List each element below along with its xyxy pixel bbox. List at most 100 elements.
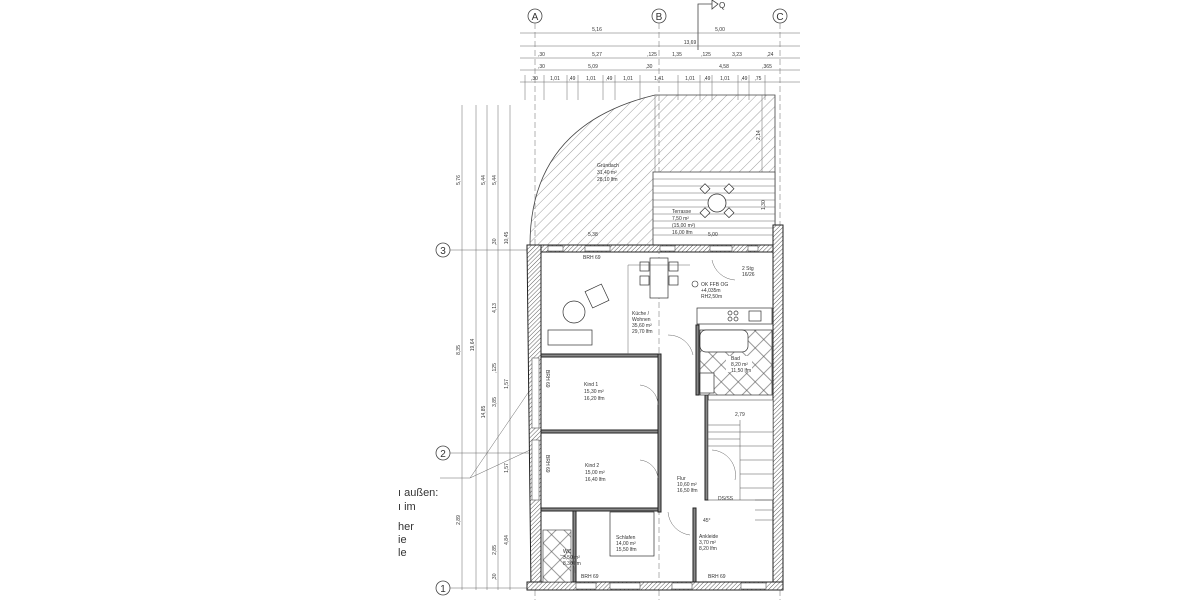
dim-label: 2,14 — [756, 130, 762, 140]
north-marker: Q — [697, 0, 725, 50]
dim-label: ,49 — [606, 76, 613, 82]
wall — [540, 507, 662, 512]
coffee-table-icon — [562, 300, 586, 324]
dim-label: ,125 — [492, 363, 498, 373]
dim-label: 19,64 — [470, 339, 476, 352]
dim-label: 5,76 — [456, 175, 462, 185]
dim-label: ,75 — [755, 76, 762, 82]
room-schlafen: Schlafen 14,00 m² 15,50 lfm — [616, 535, 637, 553]
left-dimensions: 5,76 8,35 2,89 19,64 14,85 5,44 4,13 3,8… — [440, 105, 531, 590]
sofa-icon — [547, 329, 593, 346]
dim-label: 13,69 — [684, 40, 697, 46]
steps-label: 2 Stg — [742, 266, 754, 272]
dim-label: 2,89 — [456, 515, 462, 525]
dim-label: ,49 — [569, 76, 576, 82]
room-kind2: Kind 2 15,00 m² 16,40 lfm — [585, 463, 606, 483]
dim-label: 5,00 — [708, 232, 718, 238]
level-marker-icon — [691, 280, 699, 288]
note-line: ie — [398, 534, 407, 546]
dim-label: 5,27 — [592, 52, 602, 58]
dim-label: ,30 — [492, 238, 498, 245]
room-area: 3,50 m² — [563, 555, 580, 561]
room-floor-length: 15,50 lfm — [616, 547, 637, 553]
dim-label: 2,79 — [735, 412, 745, 418]
axis-bubbles-rows: 3 2 1 — [435, 242, 530, 596]
wall — [572, 510, 577, 583]
room-floor-length: 28,10 lfm — [597, 177, 618, 183]
bed-icon — [609, 511, 655, 557]
wall — [704, 394, 709, 501]
dim-label: 1,35 — [672, 52, 682, 58]
brh-label: BRH 69 — [544, 455, 550, 473]
north-marker-label: Q — [719, 1, 725, 10]
dim-label: 4,58 — [719, 64, 729, 70]
room-area: 8,20 m² — [731, 362, 748, 368]
room-flur: Flur 10,60 m² 16,50 lfm — [677, 476, 698, 494]
room-name: Gründach — [597, 163, 619, 169]
top-dimensions: 5,16 5,00 13,69 ,30 5,27 ,125 1,35 ,125 … — [520, 27, 800, 100]
axis-a-label: A — [532, 12, 539, 23]
room-name: Schlafen — [616, 535, 636, 541]
axis-b: B — [651, 8, 667, 24]
wc-tiles — [542, 529, 572, 583]
level-height: +4,035m — [701, 288, 721, 294]
room-area: 15,00 m² — [585, 470, 605, 476]
kitchen-counter — [696, 307, 773, 325]
living-furniture — [547, 257, 679, 346]
note-line: ı im — [398, 501, 416, 513]
building-walls — [526, 224, 784, 591]
dim-label: ,49 — [741, 76, 748, 82]
door-label: DS/SS — [718, 496, 734, 502]
left-note: ı außen: ı im her ie le — [398, 487, 438, 559]
dim-label: ,30 — [538, 52, 545, 58]
room-floor-length: 16,50 lfm — [677, 488, 698, 494]
dim-label: ,365 — [762, 64, 772, 70]
dim-label: 1,01 — [685, 76, 695, 82]
dim-label: 5,00 — [715, 27, 725, 33]
brh-label: BRH 69 — [581, 574, 599, 580]
room-name: Kind 2 — [585, 463, 599, 469]
angle-label: 45° — [703, 518, 711, 524]
staircase: 2,79 — [707, 399, 774, 521]
bathtub-icon — [699, 329, 749, 353]
room-living: Küche / Wohnen 35,60 m² 29,70 lfm — [632, 311, 653, 335]
axis-1-label: 1 — [440, 584, 446, 595]
room-kind1: Kind 1 15,30 m² 16,20 lfm — [584, 382, 605, 402]
note-line: ı außen: — [398, 487, 438, 499]
room-name: WC — [563, 549, 572, 555]
dim-label: ,30 — [531, 76, 538, 82]
note-line: her — [398, 521, 414, 533]
axis-c: C — [772, 8, 788, 24]
axis-c-label: C — [776, 12, 783, 23]
dim-label: 1,01 — [550, 76, 560, 82]
room-label-bg — [726, 356, 752, 372]
dim-label: 1,01 — [623, 76, 633, 82]
room-height: RH2,50m — [701, 294, 722, 300]
room-floor-length: 29,70 lfm — [632, 329, 653, 335]
wall — [540, 353, 662, 358]
dim-label: 14,85 — [481, 406, 487, 419]
dim-label: 1,57 — [504, 463, 510, 473]
room-floor-length: 16,20 lfm — [584, 396, 605, 402]
room-floor-length: 11,50 lfm — [731, 368, 751, 374]
room-name: Küche / — [632, 311, 650, 317]
dim-label: 5,16 — [592, 27, 602, 33]
dim-label: 3,23 — [732, 52, 742, 58]
axis-a: A — [527, 8, 543, 24]
dim-label: 5,09 — [588, 64, 598, 70]
dim-label: ,30 — [646, 64, 653, 70]
dim-label: ,30 — [538, 64, 545, 70]
dim-label: 5,38 — [588, 232, 598, 238]
dim-label: 5,44 — [492, 175, 498, 185]
note-line: le — [398, 547, 407, 559]
wall — [657, 353, 662, 513]
axis-b-label: B — [656, 12, 663, 23]
dim-label: ,125 — [701, 52, 711, 58]
room-floor-length: 8,20 lfm — [699, 546, 717, 552]
dim-label: ,24 — [767, 52, 774, 58]
dim-label: ,49 — [704, 76, 711, 82]
wall — [540, 429, 662, 434]
room-area: 15,30 m² — [584, 389, 604, 395]
room-name: Bad — [731, 356, 740, 362]
terrace-table-icon — [699, 183, 735, 219]
